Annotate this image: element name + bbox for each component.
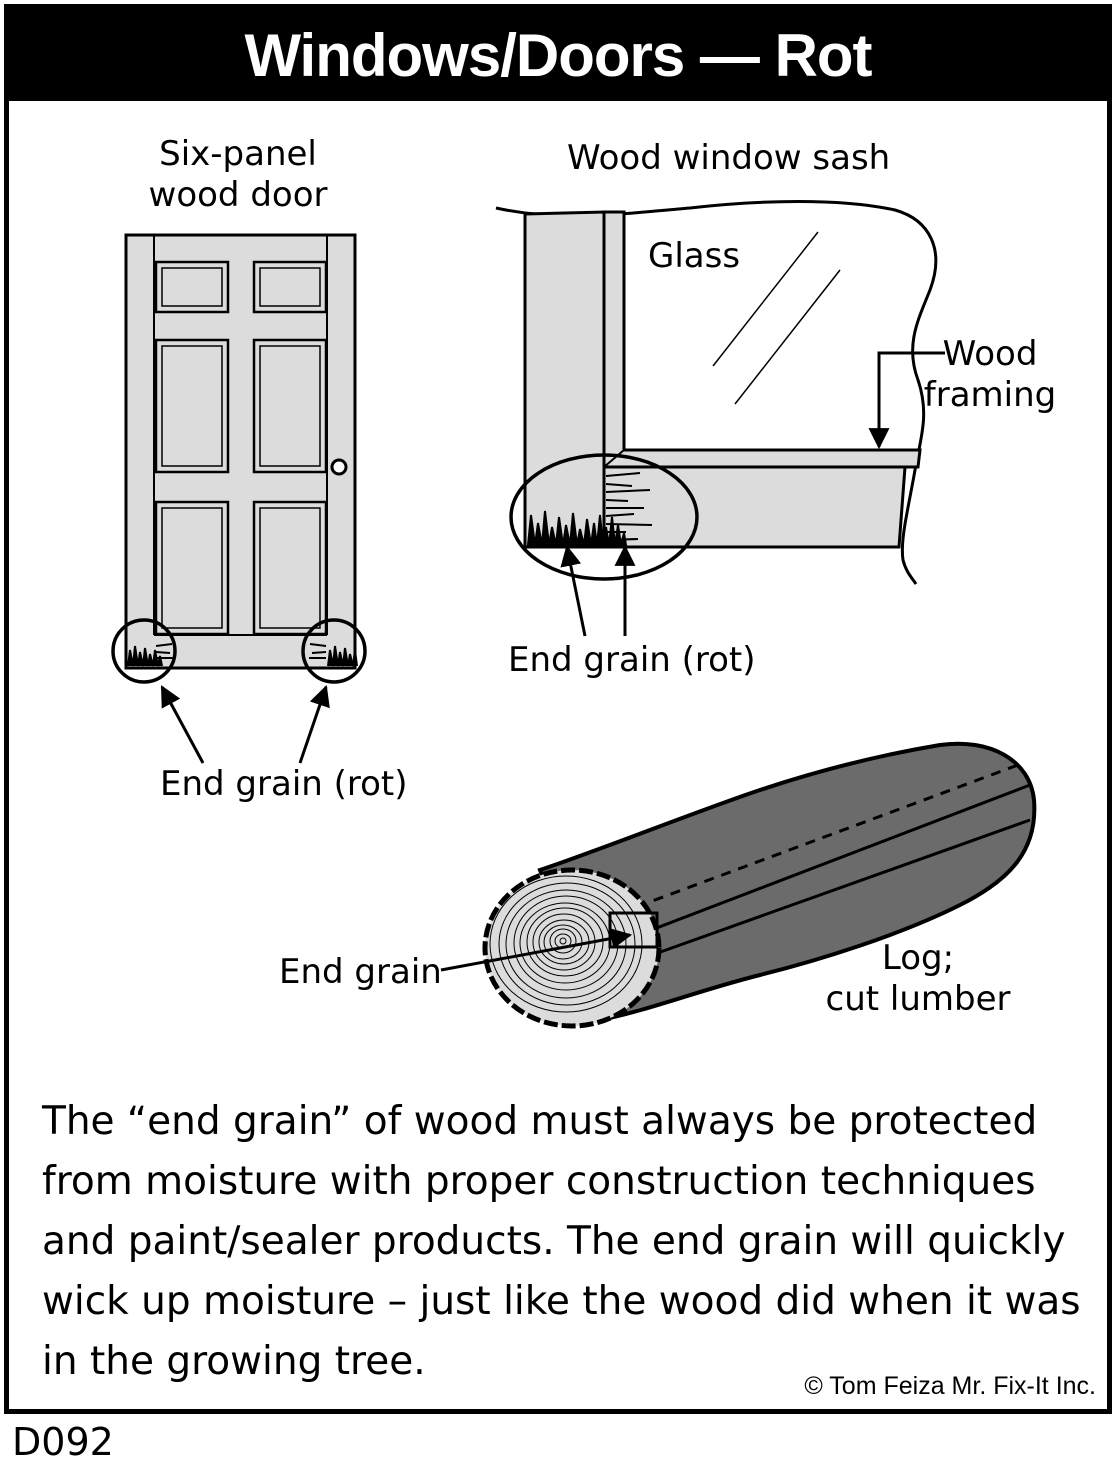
log-label: Log; cut lumber (818, 938, 1018, 1020)
sash-rail (602, 465, 907, 549)
sash-stile (523, 210, 606, 549)
door-rot-right (309, 643, 358, 667)
sash-title-label: Wood window sash (567, 138, 891, 178)
page-title: Windows/Doors — Rot (9, 9, 1107, 101)
log-label-line2: cut lumber (825, 979, 1011, 1019)
glass-reflection (712, 231, 819, 367)
diagram-code: D092 (12, 1420, 114, 1464)
caption-text: The “end grain” of wood must always be p… (42, 1099, 1081, 1384)
sash-rot-circle (509, 453, 699, 581)
framing-line2: framing (923, 375, 1057, 415)
door-knob-icon (330, 458, 348, 476)
door-rot-label: End grain (rot) (160, 764, 408, 804)
log-label-line1: Log; (881, 938, 955, 978)
diagram-frame: Windows/Doors — Rot (4, 4, 1112, 1414)
log-end-grain-label: End grain (279, 952, 442, 992)
glass-label: Glass (648, 236, 741, 276)
door-title-line1: Six-panel (159, 134, 317, 174)
door-illustration (111, 233, 367, 764)
sash-rot (526, 472, 653, 546)
door-panels (154, 260, 328, 636)
door-title-line2: wood door (148, 175, 328, 215)
copyright-text: © Tom Feiza Mr. Fix-It Inc. (804, 1372, 1096, 1400)
sash-outline (495, 200, 938, 585)
sash-rot-label: End grain (rot) (508, 640, 756, 680)
door-rot-circle-left (111, 618, 177, 684)
log-illustration (440, 741, 1037, 1029)
door-rot-left (127, 643, 173, 667)
door-rot-circle-right (301, 618, 367, 684)
door-title-label: Six-panel wood door (138, 134, 338, 216)
framing-label: Wood framing (920, 334, 1060, 416)
framing-line1: Wood (942, 334, 1038, 374)
sash-illustration (495, 200, 945, 637)
